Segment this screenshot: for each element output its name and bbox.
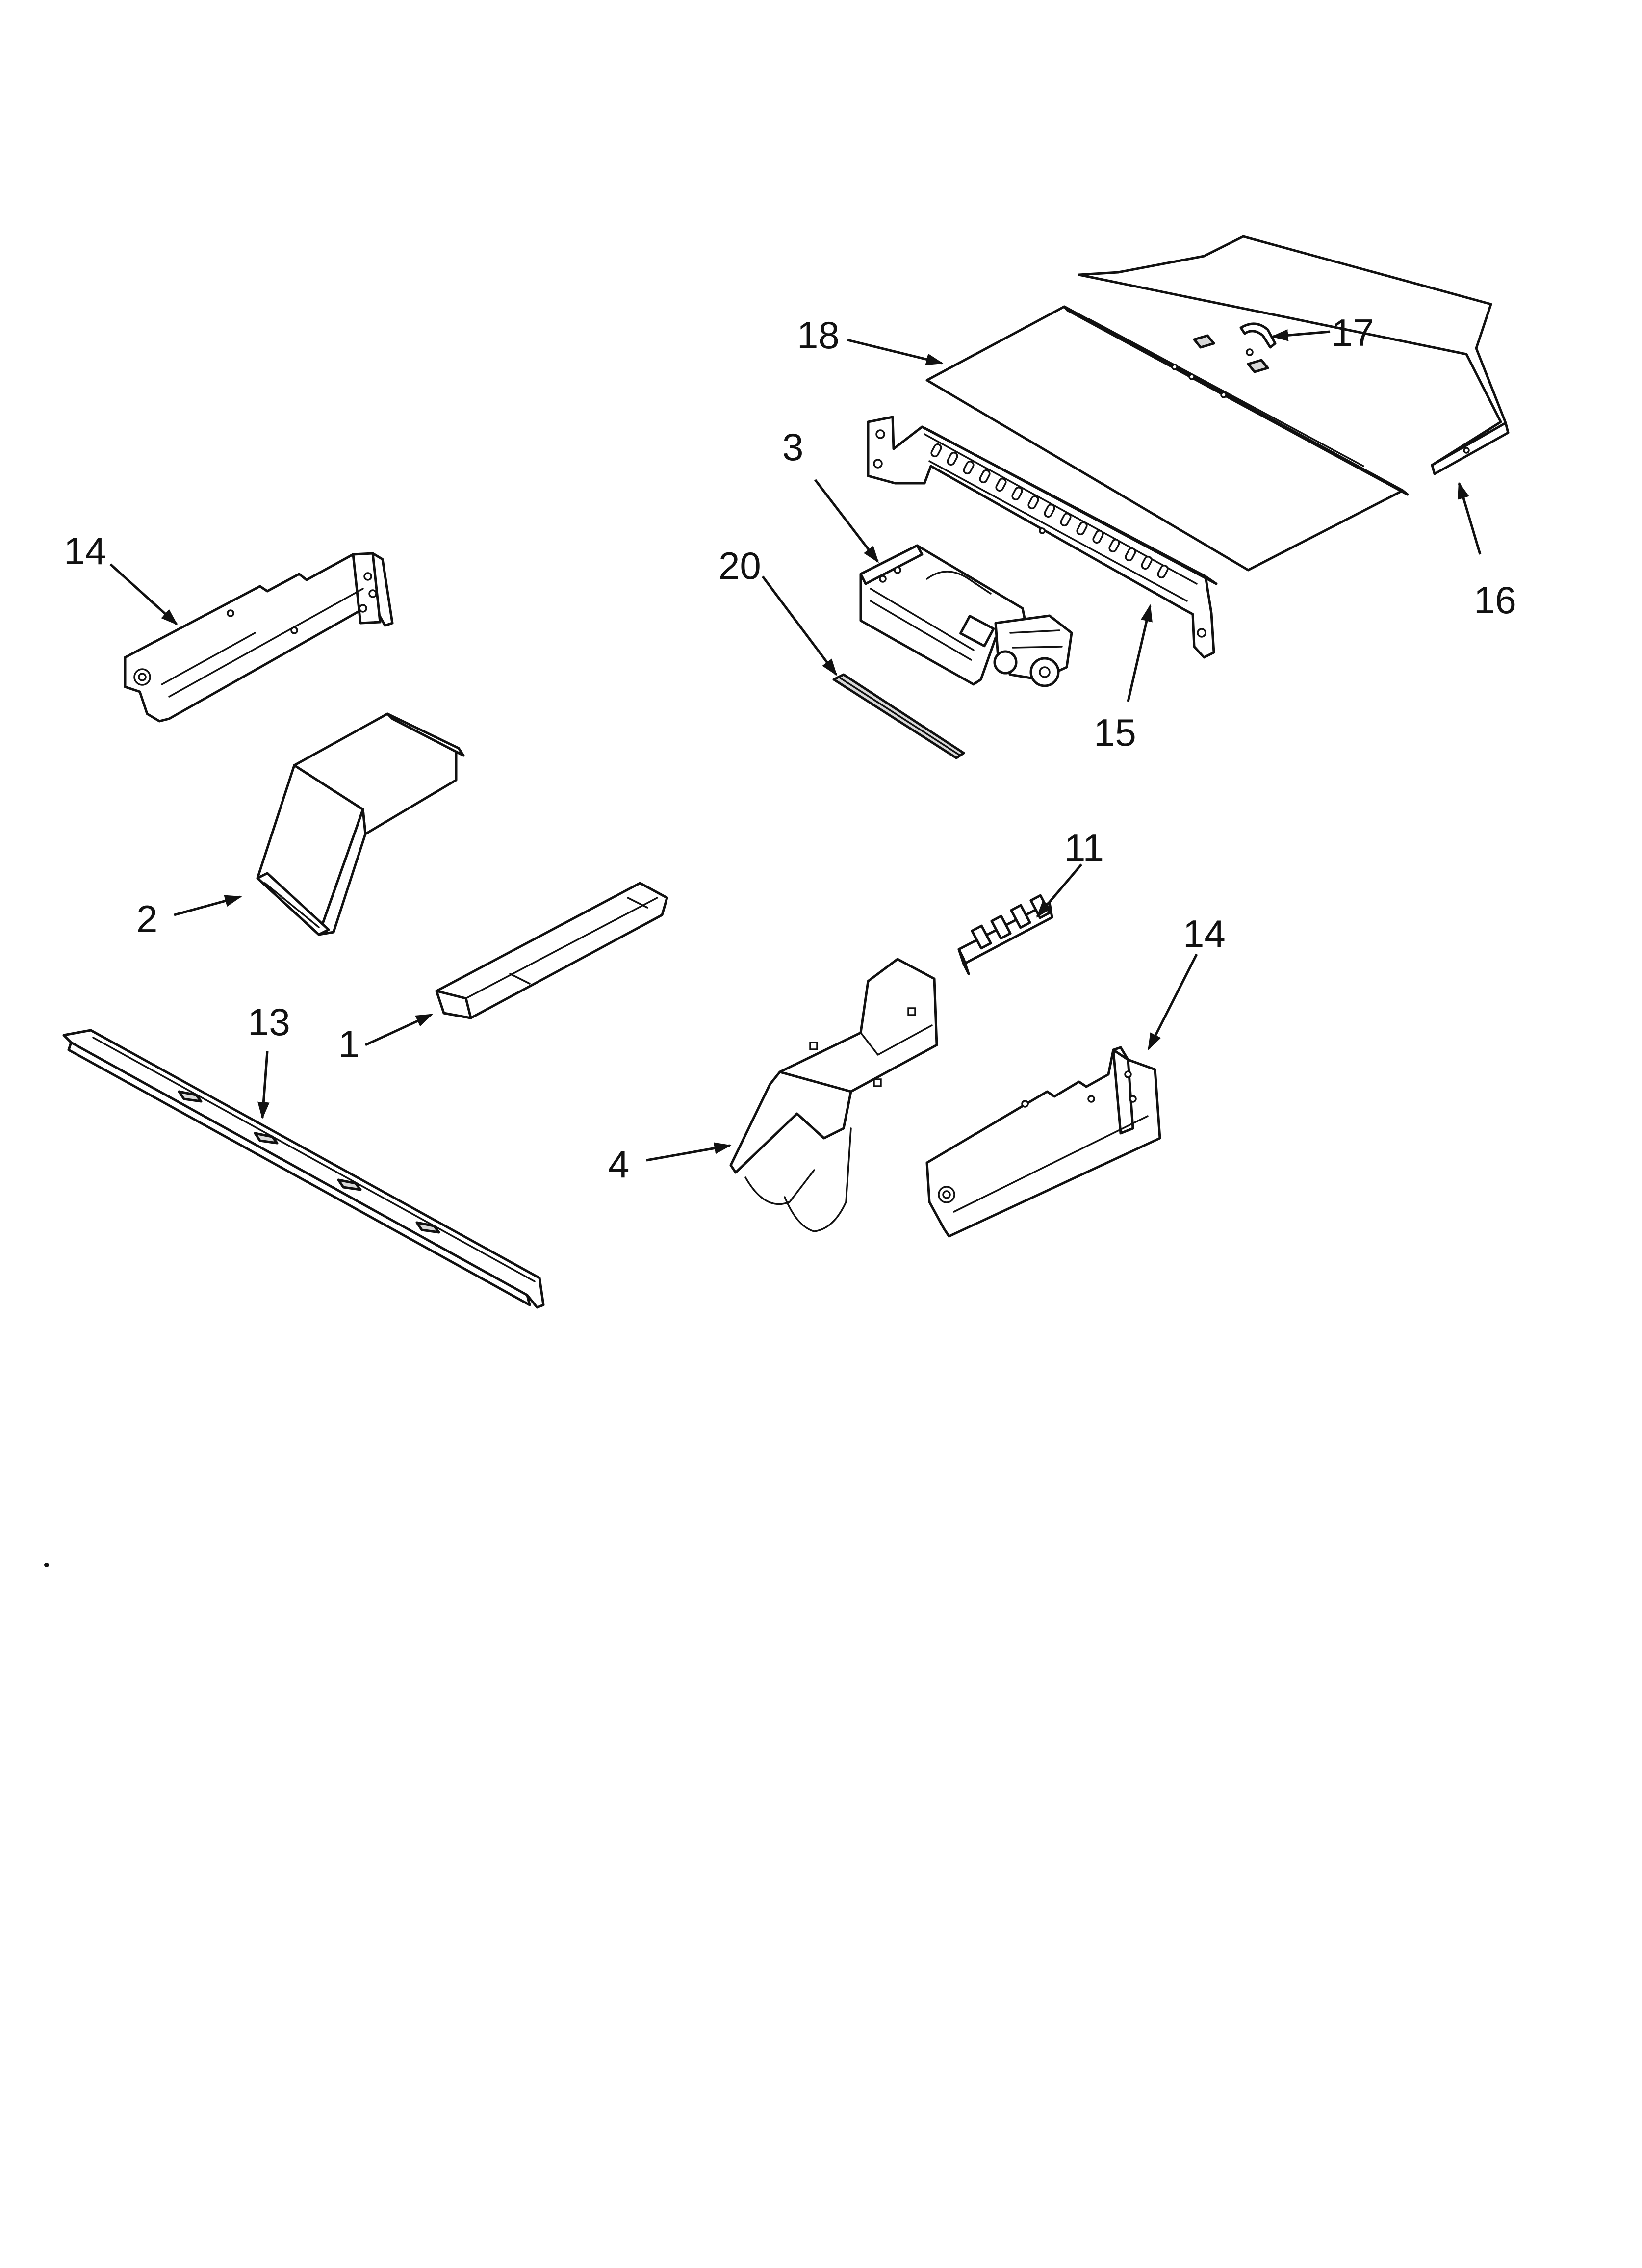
- leader-11: [1036, 863, 1082, 918]
- leader-17: [1271, 329, 1331, 341]
- callout-20: 20: [718, 544, 761, 587]
- leader-1: [364, 1013, 434, 1046]
- part-17-clip: [1193, 322, 1277, 373]
- callout-14-left: 14: [64, 529, 106, 573]
- leader-14a: [109, 563, 178, 626]
- callout-1: 1: [338, 1022, 359, 1066]
- part-16-top-cover: [1078, 235, 1510, 475]
- leader-2: [174, 895, 242, 916]
- leader-15: [1127, 604, 1153, 702]
- leader-16: [1458, 481, 1482, 555]
- part-18-top-panel: [925, 305, 1409, 572]
- leader-lines: [109, 329, 1482, 1162]
- part-4-cradle-shield: [729, 958, 938, 1232]
- stray-dot: [44, 1563, 49, 1567]
- part-3-latch-assembly: [859, 544, 1073, 687]
- callout-17: 17: [1332, 311, 1374, 354]
- part-15-vent-bracket: [867, 416, 1218, 659]
- callout-14-right: 14: [1183, 912, 1226, 955]
- part-14-side-bracket-left: [124, 552, 394, 723]
- leader-4: [646, 1142, 732, 1162]
- leader-18: [847, 339, 944, 365]
- part-2-duct-hood: [256, 712, 465, 936]
- callout-labels: 18 17 16 3 20 15 14 2 1 13 11 14 4: [64, 311, 1516, 1186]
- callout-16: 16: [1474, 578, 1516, 622]
- leader-3: [814, 479, 879, 563]
- part-20-strip: [832, 673, 965, 759]
- callout-15: 15: [1094, 711, 1136, 754]
- leader-14b: [1147, 953, 1198, 1051]
- part-1-slide-channel: [435, 882, 668, 1019]
- vent-slot-row: [930, 443, 1169, 579]
- callout-18: 18: [797, 313, 840, 357]
- callout-3: 3: [782, 425, 803, 469]
- part-13-trim-strip: [62, 1029, 545, 1309]
- callout-11: 11: [1064, 826, 1104, 869]
- leader-13: [257, 1051, 270, 1120]
- leader-20: [762, 575, 838, 676]
- part-14-side-bracket-right: [925, 1046, 1161, 1238]
- callout-4: 4: [608, 1143, 629, 1186]
- callout-2: 2: [136, 897, 157, 940]
- part-11-terminal-block: [957, 894, 1053, 975]
- callout-13: 13: [248, 1000, 290, 1043]
